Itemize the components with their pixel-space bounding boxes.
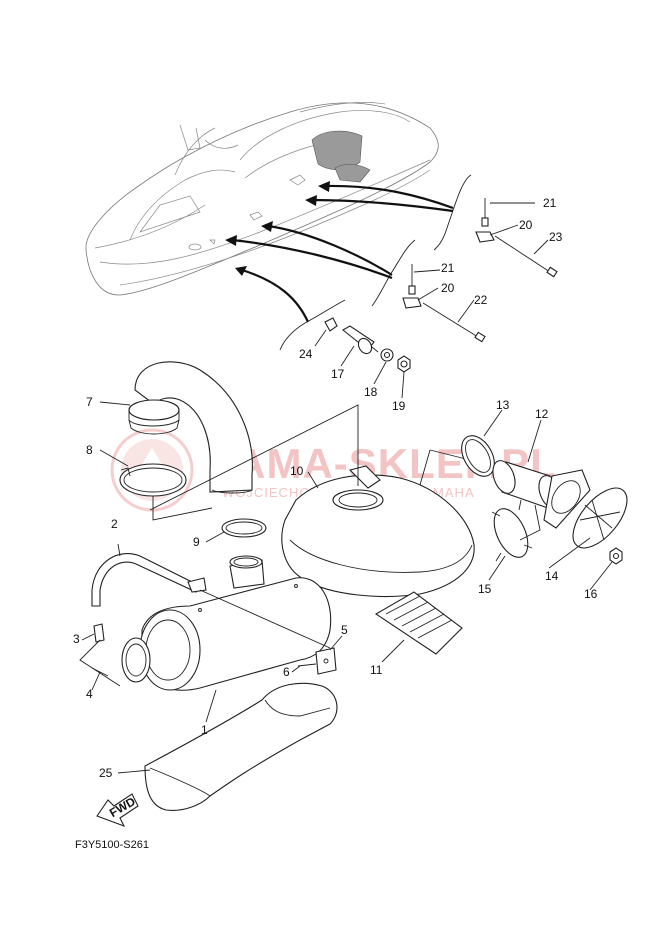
callout-17: 17 (331, 367, 345, 381)
bracket-3 (93, 623, 105, 643)
sensor-strap-lower (422, 302, 486, 343)
callout-6: 6 (283, 665, 290, 679)
callout-13: 13 (496, 398, 510, 412)
sensor-bracket-upper (475, 231, 495, 243)
callout-labels: 21 20 23 21 20 22 24 17 18 19 7 8 9 10 1… (73, 196, 598, 780)
sensor-strap-upper (494, 235, 558, 278)
callout-1: 1 (201, 723, 208, 737)
callout-4: 4 (86, 687, 93, 701)
clip-24 (324, 317, 338, 332)
watercraft-illustration (85, 102, 439, 296)
muffler-1 (121, 555, 332, 691)
leader-lines (81, 202, 613, 774)
gasket-14 (543, 469, 591, 529)
pointer-arrows (225, 181, 454, 323)
bracket-upper (433, 174, 472, 251)
hose-clamp-8 (119, 463, 187, 497)
nut-19 (397, 355, 411, 373)
flap-plate (572, 487, 628, 549)
strap-2 (91, 553, 207, 607)
callout-14: 14 (545, 569, 559, 583)
sensor-bracket-lower (402, 297, 422, 309)
callout-2: 2 (111, 517, 118, 531)
callout-7: 7 (86, 395, 93, 409)
exhaust-pipe-7 (128, 361, 253, 494)
callout-19: 19 (392, 399, 406, 413)
callout-20-upper: 20 (519, 218, 533, 232)
callout-25: 25 (99, 766, 113, 780)
clamp-ring-15 (491, 499, 533, 562)
hose-clamp-9 (221, 518, 267, 538)
washer-18 (380, 348, 394, 362)
sensor-bolt-lower (408, 264, 416, 295)
callout-15: 15 (478, 582, 492, 596)
callout-18: 18 (364, 385, 378, 399)
water-box-10 (281, 465, 475, 598)
callout-21-upper: 21 (543, 196, 557, 210)
callout-24: 24 (299, 347, 313, 361)
hose-clamp-13 (461, 435, 495, 477)
callout-12: 12 (535, 407, 549, 421)
nut-16 (609, 547, 623, 565)
fwd-arrow-icon: FWD (96, 793, 139, 827)
callout-8: 8 (86, 443, 93, 457)
callout-9: 9 (193, 535, 200, 549)
diagram-code: F3Y5100-S261 (75, 839, 149, 851)
sensor-bolt-upper (481, 198, 489, 227)
callout-11: 11 (370, 663, 383, 677)
callout-23: 23 (549, 230, 563, 244)
callout-20-lower: 20 (441, 281, 455, 295)
fitting-17 (342, 325, 379, 355)
rubber-pad-11 (374, 591, 463, 655)
bolt-6 (297, 663, 317, 667)
callout-10: 10 (290, 464, 304, 478)
callout-16: 16 (584, 587, 598, 601)
callout-22: 22 (474, 293, 488, 307)
bracket-left (279, 299, 346, 351)
tray-25 (144, 682, 338, 811)
callout-5: 5 (341, 623, 348, 637)
bracket-5 (315, 647, 337, 675)
callout-3: 3 (73, 632, 80, 646)
callout-21-lower: 21 (441, 261, 455, 275)
